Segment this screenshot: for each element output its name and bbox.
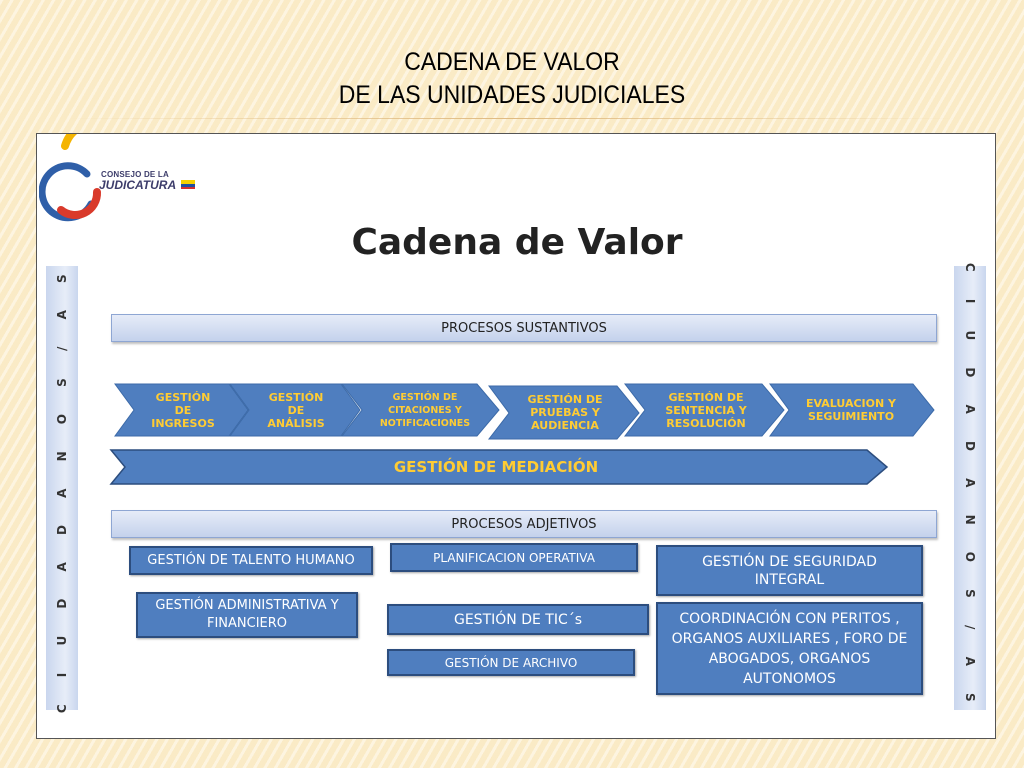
procesos-sustantivos-bar: PROCESOS SUSTANTIVOS <box>111 314 937 342</box>
process-arrows <box>109 383 935 485</box>
diagram-panel: CONSEJO DE LA JUDICATURA Cadena de Valor… <box>36 118 996 739</box>
side-band-right: C I U D A D A N O S / A S <box>954 263 986 713</box>
mediacion-arrow <box>109 449 889 485</box>
box-gestion-archivo: GESTIÓN DE ARCHIVO <box>387 649 635 676</box>
logo-text-line1: CONSEJO DE LA <box>101 170 169 179</box>
chevron-sentencia <box>623 383 785 437</box>
chevron-citaciones <box>340 383 500 437</box>
judicatura-logo: CONSEJO DE LA JUDICATURA <box>38 118 209 224</box>
slide-title-line2: DE LAS UNIDADES JUDICIALES <box>338 81 686 109</box>
box-coordinacion: COORDINACIÓN CON PERITOS , ORGANOS AUXIL… <box>656 602 923 695</box>
chevron-gestion-analisis <box>229 383 361 437</box>
box-gestion-tics: GESTIÓN DE TIC´s <box>387 604 649 635</box>
chevron-pruebas <box>487 385 640 440</box>
box-planificacion-operativa: PLANIFICACION OPERATIVA <box>390 543 638 572</box>
ecuador-flag-icon <box>181 180 195 189</box>
box-seguridad-integral: GESTIÓN DE SEGURIDAD INTEGRAL <box>656 545 923 596</box>
chevron-evaluacion <box>769 383 935 437</box>
diagram-title: Cadena de Valor <box>351 222 683 263</box>
box-talento-humano: GESTIÓN DE TALENTO HUMANO <box>129 546 373 575</box>
box-administrativa-financiero: GESTIÓN ADMINISTRATIVA Y FINANCIERO <box>136 592 358 638</box>
procesos-adjetivos-bar: PROCESOS ADJETIVOS <box>111 510 937 538</box>
slide-title-line1: CADENA DE VALOR <box>404 48 620 76</box>
logo-text-line2: JUDICATURA <box>99 178 177 192</box>
mediacion-label: GESTIÓN DE MEDIACIÓN <box>393 457 599 476</box>
chevron-gestion-ingresos <box>114 383 249 437</box>
side-band-left: C I U D A D A N O S / A S <box>46 263 78 713</box>
title-divider <box>65 118 960 119</box>
slide-title: CADENA DE VALOR DE LAS UNIDADES JUDICIAL… <box>0 46 1024 112</box>
